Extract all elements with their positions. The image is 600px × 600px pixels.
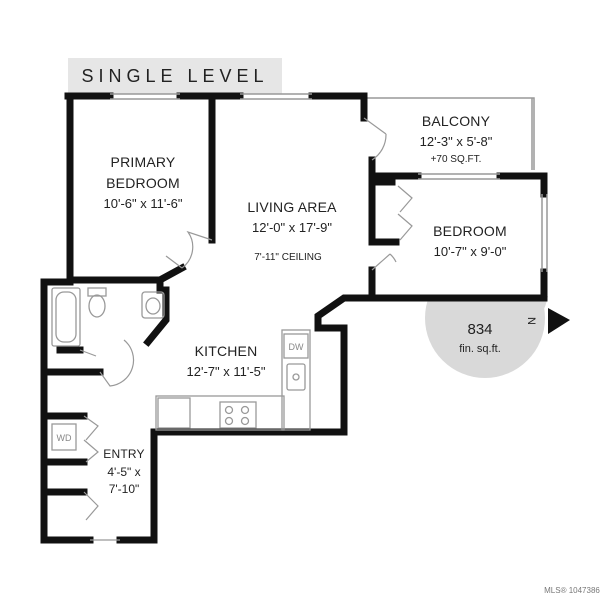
primary-bedroom-name-1: PRIMARY <box>111 154 176 170</box>
living-area-name: LIVING AREA <box>247 199 337 215</box>
kitchen-sink-icon <box>286 363 306 391</box>
area-unit: fin. sq.ft. <box>459 343 501 355</box>
living-area-ceiling: 7'-11" CEILING <box>254 252 322 263</box>
walls <box>40 92 548 544</box>
counter <box>155 395 285 431</box>
primary-bedroom-name-2: BEDROOM <box>106 175 180 191</box>
balcony-dims: 12'-3" x 5'-8" <box>420 134 493 149</box>
dishwasher <box>283 333 309 359</box>
door-swings <box>79 117 413 541</box>
kitchen-name: KITCHEN <box>195 343 258 359</box>
entry-dims-2: 7'-10" <box>109 482 140 496</box>
living-area-dims: 12'-0" x 17'-9" <box>252 220 332 235</box>
entry-dims-1: 4'-5" x <box>107 465 140 479</box>
balcony-extra: +70 SQ.FT. <box>431 154 482 165</box>
balcony-outline <box>362 97 535 170</box>
washer-dryer <box>51 423 77 451</box>
bath-fixtures <box>51 287 165 347</box>
toilet-icon <box>88 294 106 318</box>
primary-bedroom-dims: 10'-6" x 11'-6" <box>104 196 183 211</box>
sink-icon <box>141 291 165 319</box>
level-banner-text: SINGLE LEVEL <box>81 66 268 86</box>
level-banner <box>68 58 282 94</box>
bathtub-icon <box>51 287 81 347</box>
bedroom-name: BEDROOM <box>433 223 507 239</box>
bedroom-dims: 10'-7" x 9'-0" <box>434 244 507 259</box>
listing-id: MLS® 1047386 <box>544 586 600 595</box>
washer-dryer-label: WD <box>57 433 72 443</box>
north-arrow-icon <box>548 308 570 334</box>
balcony-name: BALCONY <box>422 113 491 129</box>
dishwasher-label: DW <box>289 342 304 352</box>
entry-name: ENTRY <box>103 447 144 461</box>
windows <box>110 93 548 272</box>
kitchen-dims: 12'-7" x 11'-5" <box>187 364 266 379</box>
stove-icon <box>219 401 257 429</box>
kitchen-fixtures <box>51 329 311 451</box>
area-value: 834 <box>467 321 492 338</box>
compass-label: N <box>525 317 537 325</box>
